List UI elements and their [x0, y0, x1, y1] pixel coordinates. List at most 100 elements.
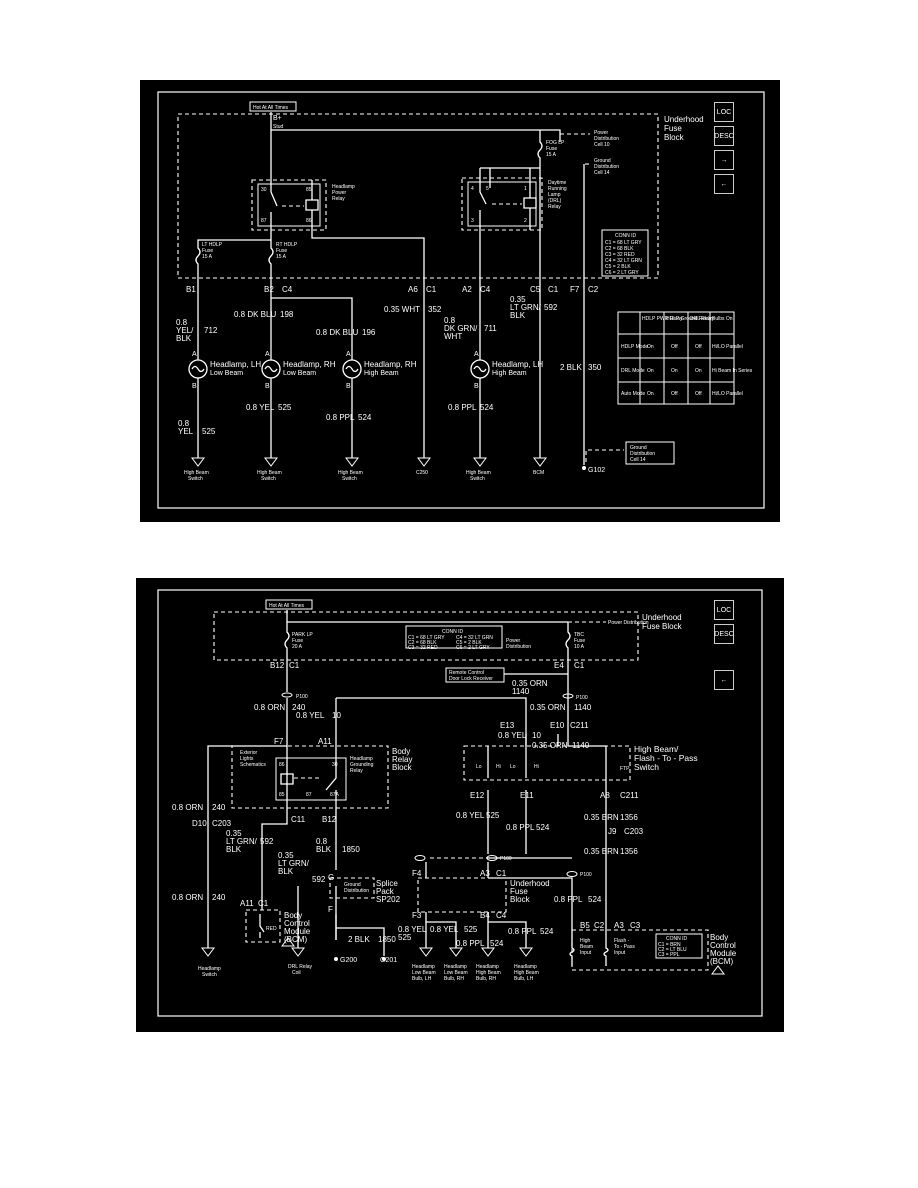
drl-relay-label: Daytime	[548, 180, 567, 186]
pin-b: B	[346, 383, 351, 390]
pin-label: F7	[274, 737, 284, 746]
description-button[interactable]: DESC	[714, 624, 734, 644]
wire-label: 0.8 PPL	[326, 413, 355, 422]
table-cell: On	[647, 391, 654, 397]
wire-label: 0.8 YEL	[296, 711, 325, 720]
pin-label: C3	[630, 921, 641, 930]
ftp-input-label: Flash -	[614, 938, 630, 944]
hdlp-ground-label: Headlamp	[350, 756, 373, 762]
wire-number: 1356	[620, 847, 638, 856]
conn-row: C1 = 68 LT GRY	[408, 635, 445, 641]
terminal-label: Headlamp	[444, 964, 467, 970]
hdlp-relay-label: Headlamp	[332, 184, 355, 190]
terminal-label: Headlamp	[412, 964, 435, 970]
top-diagram-panel: Hot At All Times B+ Stud Underhood Fuse …	[140, 80, 780, 522]
underhood-fuse-block-2	[417, 877, 507, 913]
pin-label: C11	[291, 815, 306, 824]
terminal-label: Switch	[470, 476, 485, 482]
bcm-label: Body	[284, 911, 302, 920]
relay-pin: 4	[471, 186, 474, 192]
relay-pin: 86	[279, 762, 285, 768]
wire-number: 525	[464, 925, 478, 934]
remote-control-box	[445, 667, 505, 683]
previous-page-button[interactable]: ←	[714, 174, 734, 194]
pin-label: C1	[574, 661, 585, 670]
table-cell: On	[671, 368, 678, 374]
underhood-label: Underhood	[510, 879, 550, 888]
hdlp-ground-label: Relay	[350, 768, 363, 774]
pin-label: B12	[270, 661, 285, 670]
ground-box-label: Ground	[630, 445, 647, 451]
table-cell: Hi/LO Parallel	[712, 344, 743, 350]
conn-row: C2 = 68 BLK	[408, 640, 437, 646]
pin-label: A3	[614, 921, 624, 930]
bcm-label: (BCM)	[284, 935, 307, 944]
wire-label: 0.8 ORN	[254, 703, 285, 712]
wire-label: DK GRN/	[444, 324, 478, 333]
ext-lights-label: Exterior	[240, 750, 258, 756]
pin-label: C2	[594, 921, 605, 930]
conn-row: C6 = 2 LT GRY	[456, 645, 490, 651]
lamp-label: Low Beam	[210, 370, 243, 377]
ground-dist-label: Distribution	[594, 164, 619, 170]
table-cell: Off	[695, 344, 702, 350]
rt-fuse-label: 15 A	[276, 254, 287, 260]
pin-label: C203	[624, 827, 644, 836]
wire-number: 10	[532, 731, 541, 740]
conn-row: C1 = BRN	[658, 942, 681, 948]
terminal-label: Bulb, LH	[514, 976, 534, 982]
terminal-label: Low Beam	[412, 970, 436, 976]
power-dist-label: Power	[594, 130, 609, 136]
hi-label: Hi	[496, 764, 501, 770]
wire-label: 0.8 DK BLU	[234, 310, 276, 319]
terminal-label: Headlamp	[476, 964, 499, 970]
wire-label: YEL/	[176, 326, 194, 335]
locator-button[interactable]: LOC	[714, 600, 734, 620]
pin-label: A11	[240, 899, 254, 908]
pin-label: C1	[258, 899, 269, 908]
wire-number: 352	[428, 305, 442, 314]
pin-a: A	[265, 351, 270, 358]
previous-page-button[interactable]: ←	[714, 670, 734, 690]
pin-label: A6	[408, 285, 418, 294]
pin-label: F7	[570, 285, 580, 294]
pin-label: F4	[412, 869, 422, 878]
table-cell: Hi Beam In Series	[712, 368, 753, 374]
wire-label: 0.8 YEL	[398, 925, 427, 934]
wire-number: 524	[490, 939, 504, 948]
pin-label: C5	[530, 285, 541, 294]
next-page-button[interactable]: →	[714, 150, 734, 170]
table-header: Bulbs On	[712, 316, 733, 322]
pin-label: C1	[496, 869, 507, 878]
relay-pin: 2	[524, 218, 527, 224]
locator-button[interactable]: LOC	[714, 102, 734, 122]
description-button[interactable]: DESC	[714, 126, 734, 146]
lt-fuse-label: 15 A	[202, 254, 213, 260]
wire-label: BLK	[226, 845, 242, 854]
ground-box-label: Cell 14	[630, 457, 646, 463]
pin-label: J9	[608, 827, 617, 836]
wire-label: 0.35 BRN	[584, 847, 619, 856]
table-cell: Off	[695, 391, 702, 397]
tbc-fuse-label: Fuse	[574, 638, 585, 644]
table-cell: Off	[671, 391, 678, 397]
pin-label: D10	[192, 819, 207, 828]
table-cell: Auto Mode	[621, 391, 645, 397]
park-fuse-label: Fuse	[292, 638, 303, 644]
power-dist-label: Cell 10	[594, 142, 610, 148]
red-label: RED	[266, 926, 277, 932]
wire-label: 0.8 YEL	[246, 403, 275, 412]
pin-a: A	[346, 351, 351, 358]
conn-id-rows: C1 = 68 LT GRY C2 = 68 BLK C3 = 32 RED C…	[605, 240, 642, 276]
hb-input-label: Input	[580, 950, 592, 956]
conn-id-title: CONN ID	[615, 233, 637, 239]
wire-number: 1140	[512, 687, 530, 696]
conn-row: C3 = PPL	[658, 952, 680, 958]
table-cell: On	[695, 368, 702, 374]
rt-fuse-label: Fuse	[276, 248, 287, 254]
lo-label: Lo	[510, 764, 516, 770]
pin-label: A8	[600, 791, 610, 800]
pin-label: B1	[186, 285, 196, 294]
wire-label: 0.8 PPL	[456, 939, 485, 948]
fog-fuse-label: FOG LP	[546, 140, 565, 146]
